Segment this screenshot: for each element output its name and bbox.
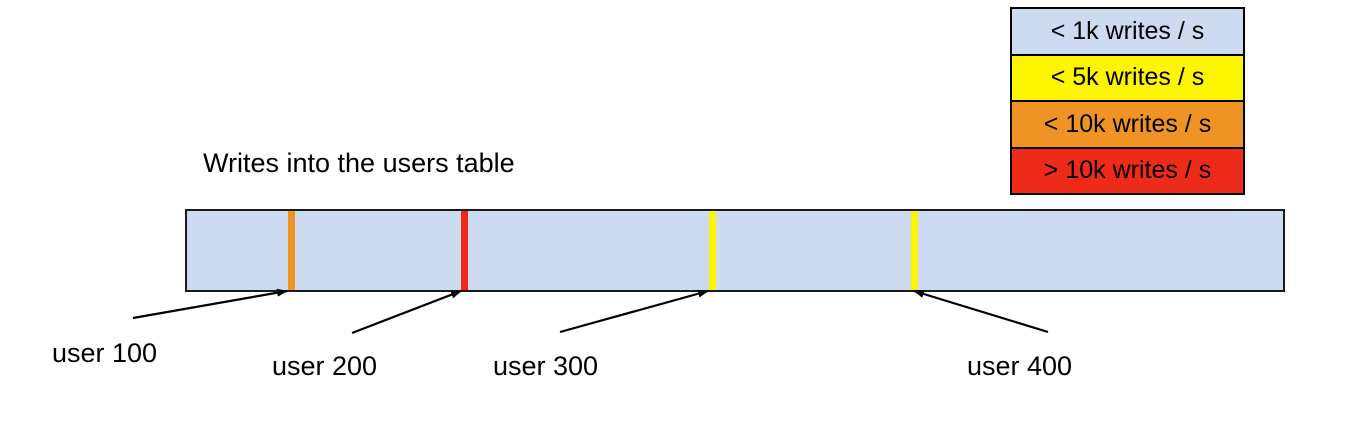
callout-label-user-100: user 100 <box>52 338 158 368</box>
legend-label-gt-10k: > 10k writes / s <box>1043 156 1212 185</box>
legend-row-gt-10k: > 10k writes / s <box>1012 148 1243 193</box>
users-table-bar <box>185 209 1285 292</box>
callout-user-400-arrow <box>913 289 1049 334</box>
legend-label-lt-1k: < 1k writes / s <box>1050 16 1205 45</box>
arrow-group <box>132 288 1049 335</box>
callout-label-user-300: user 300 <box>493 351 599 381</box>
stripe-user-300 <box>709 211 716 290</box>
callout-user-100-arrow <box>132 288 288 320</box>
legend-row-lt-1k: < 1k writes / s <box>1012 9 1243 56</box>
callout-user-200-arrow <box>351 289 462 335</box>
stripe-user-200 <box>461 211 468 290</box>
callout-label-user-400: user 400 <box>967 351 1073 381</box>
stripe-user-100 <box>288 211 295 290</box>
callout-user-300-arrow <box>559 289 709 334</box>
legend-label-lt-10k: < 10k writes / s <box>1043 109 1212 138</box>
callout-label-user-200: user 200 <box>272 351 378 381</box>
bar-title: Writes into the users table <box>203 148 515 178</box>
stripe-user-400 <box>911 211 918 290</box>
legend-row-lt-10k: < 10k writes / s <box>1012 102 1243 149</box>
legend-row-lt-5k: < 5k writes / s <box>1012 55 1243 102</box>
write-rate-legend: < 1k writes / s < 5k writes / s < 10k wr… <box>1010 7 1245 195</box>
legend-label-lt-5k: < 5k writes / s <box>1050 63 1205 92</box>
